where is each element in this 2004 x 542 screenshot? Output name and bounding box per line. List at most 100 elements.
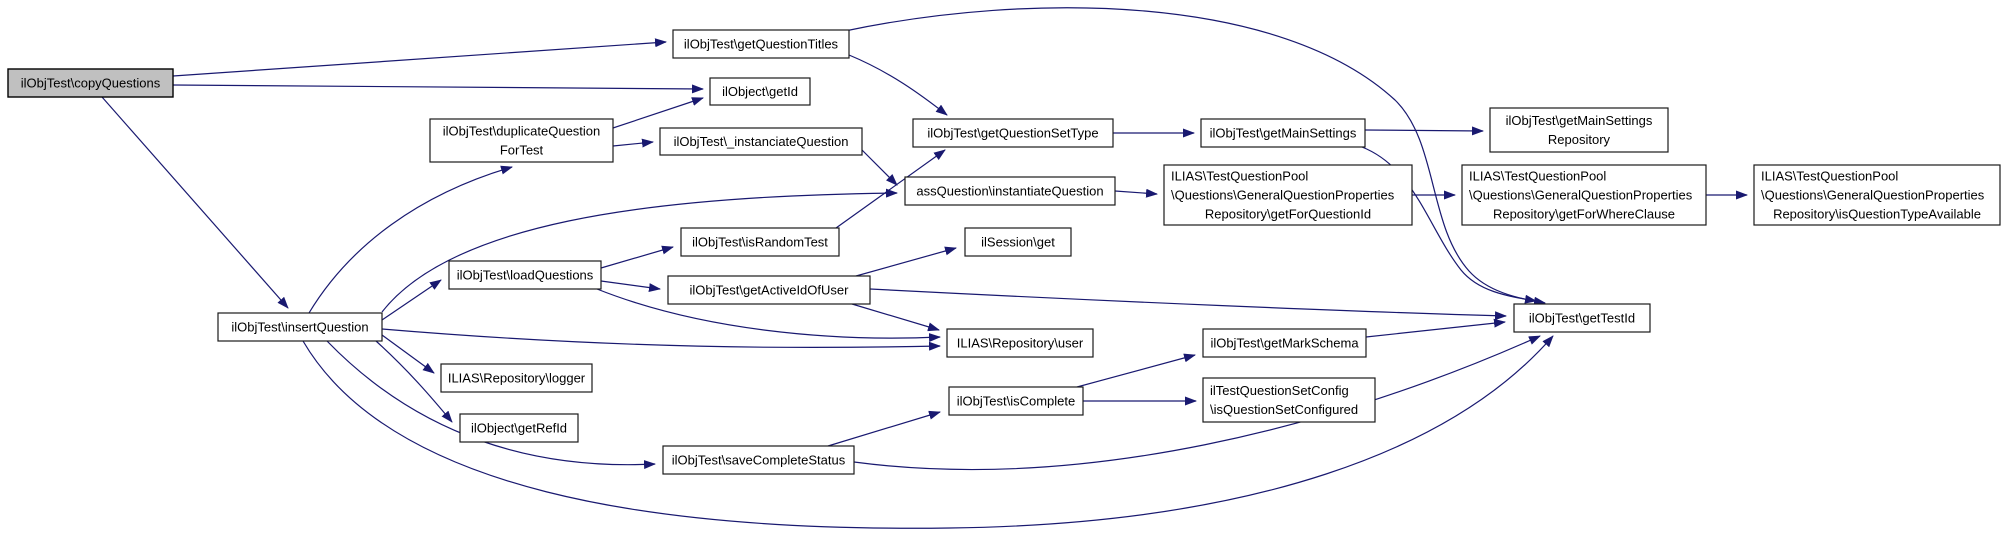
node-label-get-question-titles-line0: ilObjTest\getQuestionTitles	[684, 37, 839, 52]
node-label-instanciate-question-line0: ilObjTest\_instanciateQuestion	[674, 134, 849, 149]
node-label-get-ref-id-line0: ilObject\getRefId	[471, 421, 567, 436]
edge-get-mark-schema-to-get-test-id	[1365, 318, 1506, 338]
node-box-get-question-set-type[interactable]	[912, 118, 1114, 148]
node-label-instantiate-question-line0: assQuestion\instantiateQuestion	[916, 184, 1103, 199]
edge-insert-question-to-duplicate-question-for-test	[308, 165, 513, 314]
node-get-for-where-clause[interactable]: ILIAS\TestQuestionPool \Questions\General…	[1461, 164, 1707, 226]
node-box-get-for-question-id[interactable]	[1163, 164, 1413, 226]
edge-instanciate-question-to-instantiate-question	[861, 149, 898, 186]
node-box-copy-questions[interactable]	[7, 68, 174, 98]
node-box-get-main-settings[interactable]	[1200, 118, 1366, 148]
node-label-save-complete-status-line0: ilObjTest\saveCompleteStatus	[672, 453, 846, 468]
node-box-save-complete-status[interactable]	[662, 445, 855, 475]
edge-copy-questions-to-insert-question	[101, 96, 289, 309]
node-box-is-complete[interactable]	[948, 386, 1084, 416]
node-repository-logger[interactable]: ILIAS\Repository\logger	[440, 363, 593, 393]
node-label-load-questions-line0: ilObjTest\loadQuestions	[457, 268, 594, 283]
node-get-id[interactable]: ilObject\getId	[709, 77, 811, 106]
node-box-repository-user[interactable]	[946, 328, 1094, 358]
node-label-is-question-type-available-line1: \Questions\GeneralQuestionProperties	[1761, 188, 1985, 203]
node-label-get-for-question-id-line0: ILIAS\TestQuestionPool	[1171, 169, 1308, 184]
node-get-test-id[interactable]: ilObjTest\getTestId	[1513, 303, 1651, 333]
node-label-get-main-settings-repository-line0: ilObjTest\getMainSettings	[1506, 113, 1653, 128]
edge-insert-question-to-repository-user	[381, 328, 941, 351]
node-label-is-question-type-available-line2: Repository\isQuestionTypeAvailable	[1773, 207, 1981, 222]
node-box-get-for-where-clause[interactable]	[1461, 164, 1707, 226]
node-label-get-for-where-clause-line1: \Questions\GeneralQuestionProperties	[1469, 188, 1693, 203]
node-label-get-main-settings-repository-line1: Repository	[1548, 132, 1611, 147]
node-label-get-id-line0: ilObject\getId	[722, 84, 798, 99]
node-get-question-set-type[interactable]: ilObjTest\getQuestionSetType	[912, 118, 1114, 148]
node-copy-questions[interactable]: ilObjTest\copyQuestions	[7, 68, 174, 98]
nodes-layer: ilObjTest\copyQuestions ilObjTest\getQues…	[7, 29, 2001, 475]
node-box-load-questions[interactable]	[448, 260, 602, 290]
node-label-insert-question-line0: ilObjTest\insertQuestion	[231, 320, 368, 335]
node-load-questions[interactable]: ilObjTest\loadQuestions	[448, 260, 602, 290]
edge-instantiate-question-to-get-for-question-id	[1114, 188, 1158, 198]
node-get-ref-id[interactable]: ilObject\getRefId	[459, 413, 579, 443]
edge-copy-questions-to-get-question-titles	[172, 38, 667, 77]
node-label-repository-user-line0: ILIAS\Repository\user	[957, 336, 1084, 351]
edges-layer	[101, 7, 1748, 529]
node-box-get-main-settings-repository[interactable]	[1489, 107, 1669, 153]
node-box-get-test-id[interactable]	[1513, 303, 1651, 333]
node-label-get-for-where-clause-line0: ILIAS\TestQuestionPool	[1469, 169, 1606, 184]
node-save-complete-status[interactable]: ilObjTest\saveCompleteStatus	[662, 445, 855, 475]
node-get-main-settings[interactable]: ilObjTest\getMainSettings	[1200, 118, 1366, 148]
node-label-duplicate-question-for-test-line0: ilObjTest\duplicateQuestion	[443, 124, 601, 139]
node-get-mark-schema[interactable]: ilObjTest\getMarkSchema	[1202, 328, 1367, 358]
node-box-get-mark-schema[interactable]	[1202, 328, 1367, 358]
edge-load-questions-to-is-random-test	[600, 245, 674, 269]
node-instantiate-question[interactable]: assQuestion\instantiateQuestion	[904, 176, 1116, 206]
node-is-complete[interactable]: ilObjTest\isComplete	[948, 386, 1084, 416]
node-is-random-test[interactable]: ilObjTest\isRandomTest	[680, 227, 840, 257]
node-box-insert-question[interactable]	[217, 312, 383, 342]
node-label-get-for-question-id-line2: Repository\getForQuestionId	[1205, 207, 1371, 222]
edge-duplicate-question-for-test-to-instanciate-question	[612, 138, 654, 148]
node-box-get-id[interactable]	[709, 77, 811, 106]
node-instanciate-question[interactable]: ilObjTest\_instanciateQuestion	[659, 127, 863, 156]
edge-get-main-settings-to-get-main-settings-repository	[1364, 126, 1484, 136]
node-label-is-question-type-available-line0: ILIAS\TestQuestionPool	[1761, 169, 1898, 184]
node-get-question-titles[interactable]: ilObjTest\getQuestionTitles	[672, 29, 850, 59]
node-il-session-get[interactable]: ilSession\get	[964, 227, 1072, 257]
node-box-get-active-id-of-user[interactable]	[667, 275, 871, 305]
node-label-get-question-set-type-line0: ilObjTest\getQuestionSetType	[927, 126, 1098, 141]
edge-get-question-titles-to-get-question-set-type	[848, 54, 948, 116]
edge-save-complete-status-to-get-test-id	[853, 335, 1541, 471]
node-label-repository-logger-line0: ILIAS\Repository\logger	[448, 371, 586, 386]
node-box-il-session-get[interactable]	[964, 227, 1072, 257]
node-is-question-set-configured[interactable]: ilTestQuestionSetConfig \isQuestionSetCon…	[1202, 377, 1376, 423]
node-box-duplicate-question-for-test[interactable]	[429, 118, 614, 163]
edge-insert-question-to-load-questions	[381, 279, 442, 321]
edge-copy-questions-to-get-id	[172, 84, 704, 94]
node-is-question-type-available[interactable]: ILIAS\TestQuestionPool \Questions\General…	[1753, 164, 2001, 226]
node-label-get-active-id-of-user-line0: ilObjTest\getActiveIdOfUser	[690, 283, 850, 298]
node-label-get-for-where-clause-line2: Repository\getForWhereClause	[1493, 207, 1675, 222]
node-box-instantiate-question[interactable]	[904, 176, 1116, 206]
edge-insert-question-to-instantiate-question	[381, 188, 898, 313]
node-box-is-question-type-available[interactable]	[1753, 164, 2001, 226]
edge-get-active-id-of-user-to-get-test-id	[869, 288, 1507, 321]
node-label-copy-questions-line0: ilObjTest\copyQuestions	[21, 76, 161, 91]
node-repository-user[interactable]: ILIAS\Repository\user	[946, 328, 1094, 358]
node-box-is-random-test[interactable]	[680, 227, 840, 257]
node-box-repository-logger[interactable]	[440, 363, 593, 393]
node-label-is-question-set-configured-line1: \isQuestionSetConfigured	[1210, 402, 1358, 417]
node-label-duplicate-question-for-test-line1: ForTest	[500, 143, 544, 158]
node-get-active-id-of-user[interactable]: ilObjTest\getActiveIdOfUser	[667, 275, 871, 305]
node-get-for-question-id[interactable]: ILIAS\TestQuestionPool\Questions\General…	[1163, 164, 1413, 226]
node-box-is-question-set-configured[interactable]	[1202, 377, 1376, 423]
node-box-get-ref-id[interactable]	[459, 413, 579, 443]
edge-insert-question-to-get-test-id	[302, 335, 1554, 529]
node-box-get-question-titles[interactable]	[672, 29, 850, 59]
node-label-il-session-get-line0: ilSession\get	[981, 235, 1055, 250]
node-box-instanciate-question[interactable]	[659, 127, 863, 156]
node-insert-question[interactable]: ilObjTest\insertQuestion	[217, 312, 383, 342]
edge-save-complete-status-to-is-complete	[827, 410, 941, 447]
node-label-get-main-settings-line0: ilObjTest\getMainSettings	[1210, 126, 1357, 141]
node-label-is-question-set-configured-line0: ilTestQuestionSetConfig	[1210, 383, 1349, 398]
